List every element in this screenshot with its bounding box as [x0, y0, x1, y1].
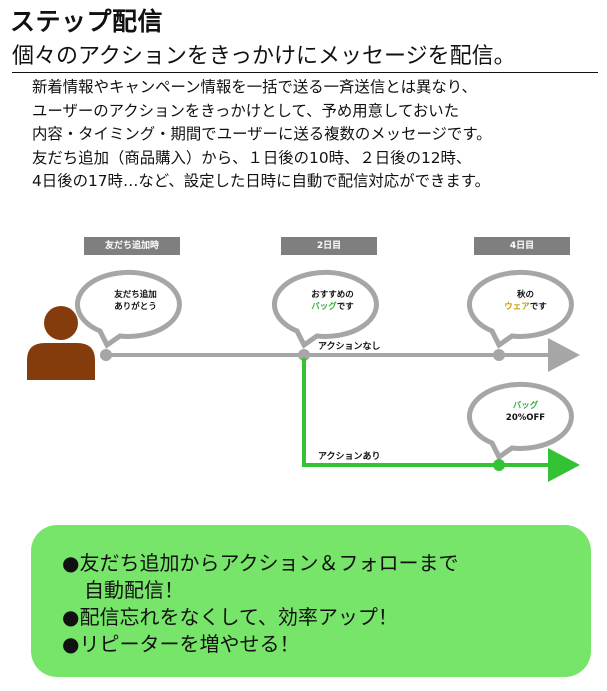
stage-label: 2日目	[281, 237, 377, 255]
bubble-text: 友だち追加 ありがとう	[98, 289, 173, 313]
speech-bubble	[75, 269, 182, 349]
bubble-suffix: です	[336, 302, 354, 312]
summary-item: ●リピーターを増やせる！	[62, 632, 300, 656]
bubble-text: 秋の ウェアです	[488, 289, 563, 313]
description-line: 友だち追加（商品購入）から、１日後の10時、２日後の12時、	[32, 148, 472, 167]
description-line: 内容・タイミング・期間でユーザーに送る複数のメッセージです。	[32, 125, 492, 143]
no-action-arrowhead	[548, 338, 580, 372]
bubble-highlight: バッグ	[311, 302, 337, 312]
bubble-line: バッグです	[295, 301, 370, 313]
timeline-node	[298, 349, 310, 361]
summary-item: 自動配信！	[84, 578, 184, 602]
summary-panel	[31, 525, 591, 677]
speech-bubble	[272, 269, 379, 349]
bubble-line: ウェアです	[488, 301, 563, 313]
no-action-label: アクションなし	[318, 342, 381, 352]
stage-label: 友だち追加時	[84, 237, 180, 255]
description-line: 新着情報やキャンペーン情報を一括で送る一斉送信とは異なり、	[32, 78, 477, 96]
bubble-suffix: です	[529, 302, 547, 312]
bubble-line: ありがとう	[114, 302, 157, 312]
page-subtitle: 個々のアクションをきっかけにメッセージを配信。	[12, 42, 598, 73]
timeline-node	[493, 349, 505, 361]
bubble-line: 20%OFF	[505, 413, 546, 423]
bubble-line: おすすめの	[311, 290, 354, 300]
bubble-line: 秋の	[516, 290, 534, 300]
summary-item: ●友だち追加からアクション＆フォローまで	[62, 551, 459, 575]
action-arrowhead	[548, 448, 580, 482]
description-line: ユーザーのアクションをきっかけとして、予め用意しておいた	[32, 101, 460, 120]
bubble-line: 友だち追加	[114, 290, 157, 300]
stage-label: 4日目	[474, 237, 570, 255]
action-line	[302, 358, 552, 467]
description: 新着情報やキャンペーン情報を一括で送る一斉送信とは異なり、 ユーザーのアクション…	[32, 76, 602, 194]
timeline-node	[493, 459, 505, 471]
bubble-text: バッグ 20%OFF	[488, 400, 563, 424]
page-title: ステップ配信	[10, 7, 164, 36]
action-label: アクションあり	[318, 452, 381, 462]
bubble-text: おすすめの バッグです	[295, 289, 370, 313]
description-line: 4日後の17時…など、設定した日時に自動で配信対応ができます。	[32, 172, 491, 190]
timeline-node	[100, 349, 112, 361]
bubble-highlight: ウェア	[504, 302, 530, 312]
speech-bubble	[467, 269, 574, 349]
speech-bubble	[467, 381, 574, 461]
bubble-highlight: バッグ	[512, 401, 539, 411]
summary-list: ●友だち追加からアクション＆フォローまで 自動配信！ ●配信忘れをなくして、効率…	[62, 550, 458, 658]
user-icon	[27, 306, 95, 380]
summary-item: ●配信忘れをなくして、効率アップ！	[62, 605, 398, 629]
